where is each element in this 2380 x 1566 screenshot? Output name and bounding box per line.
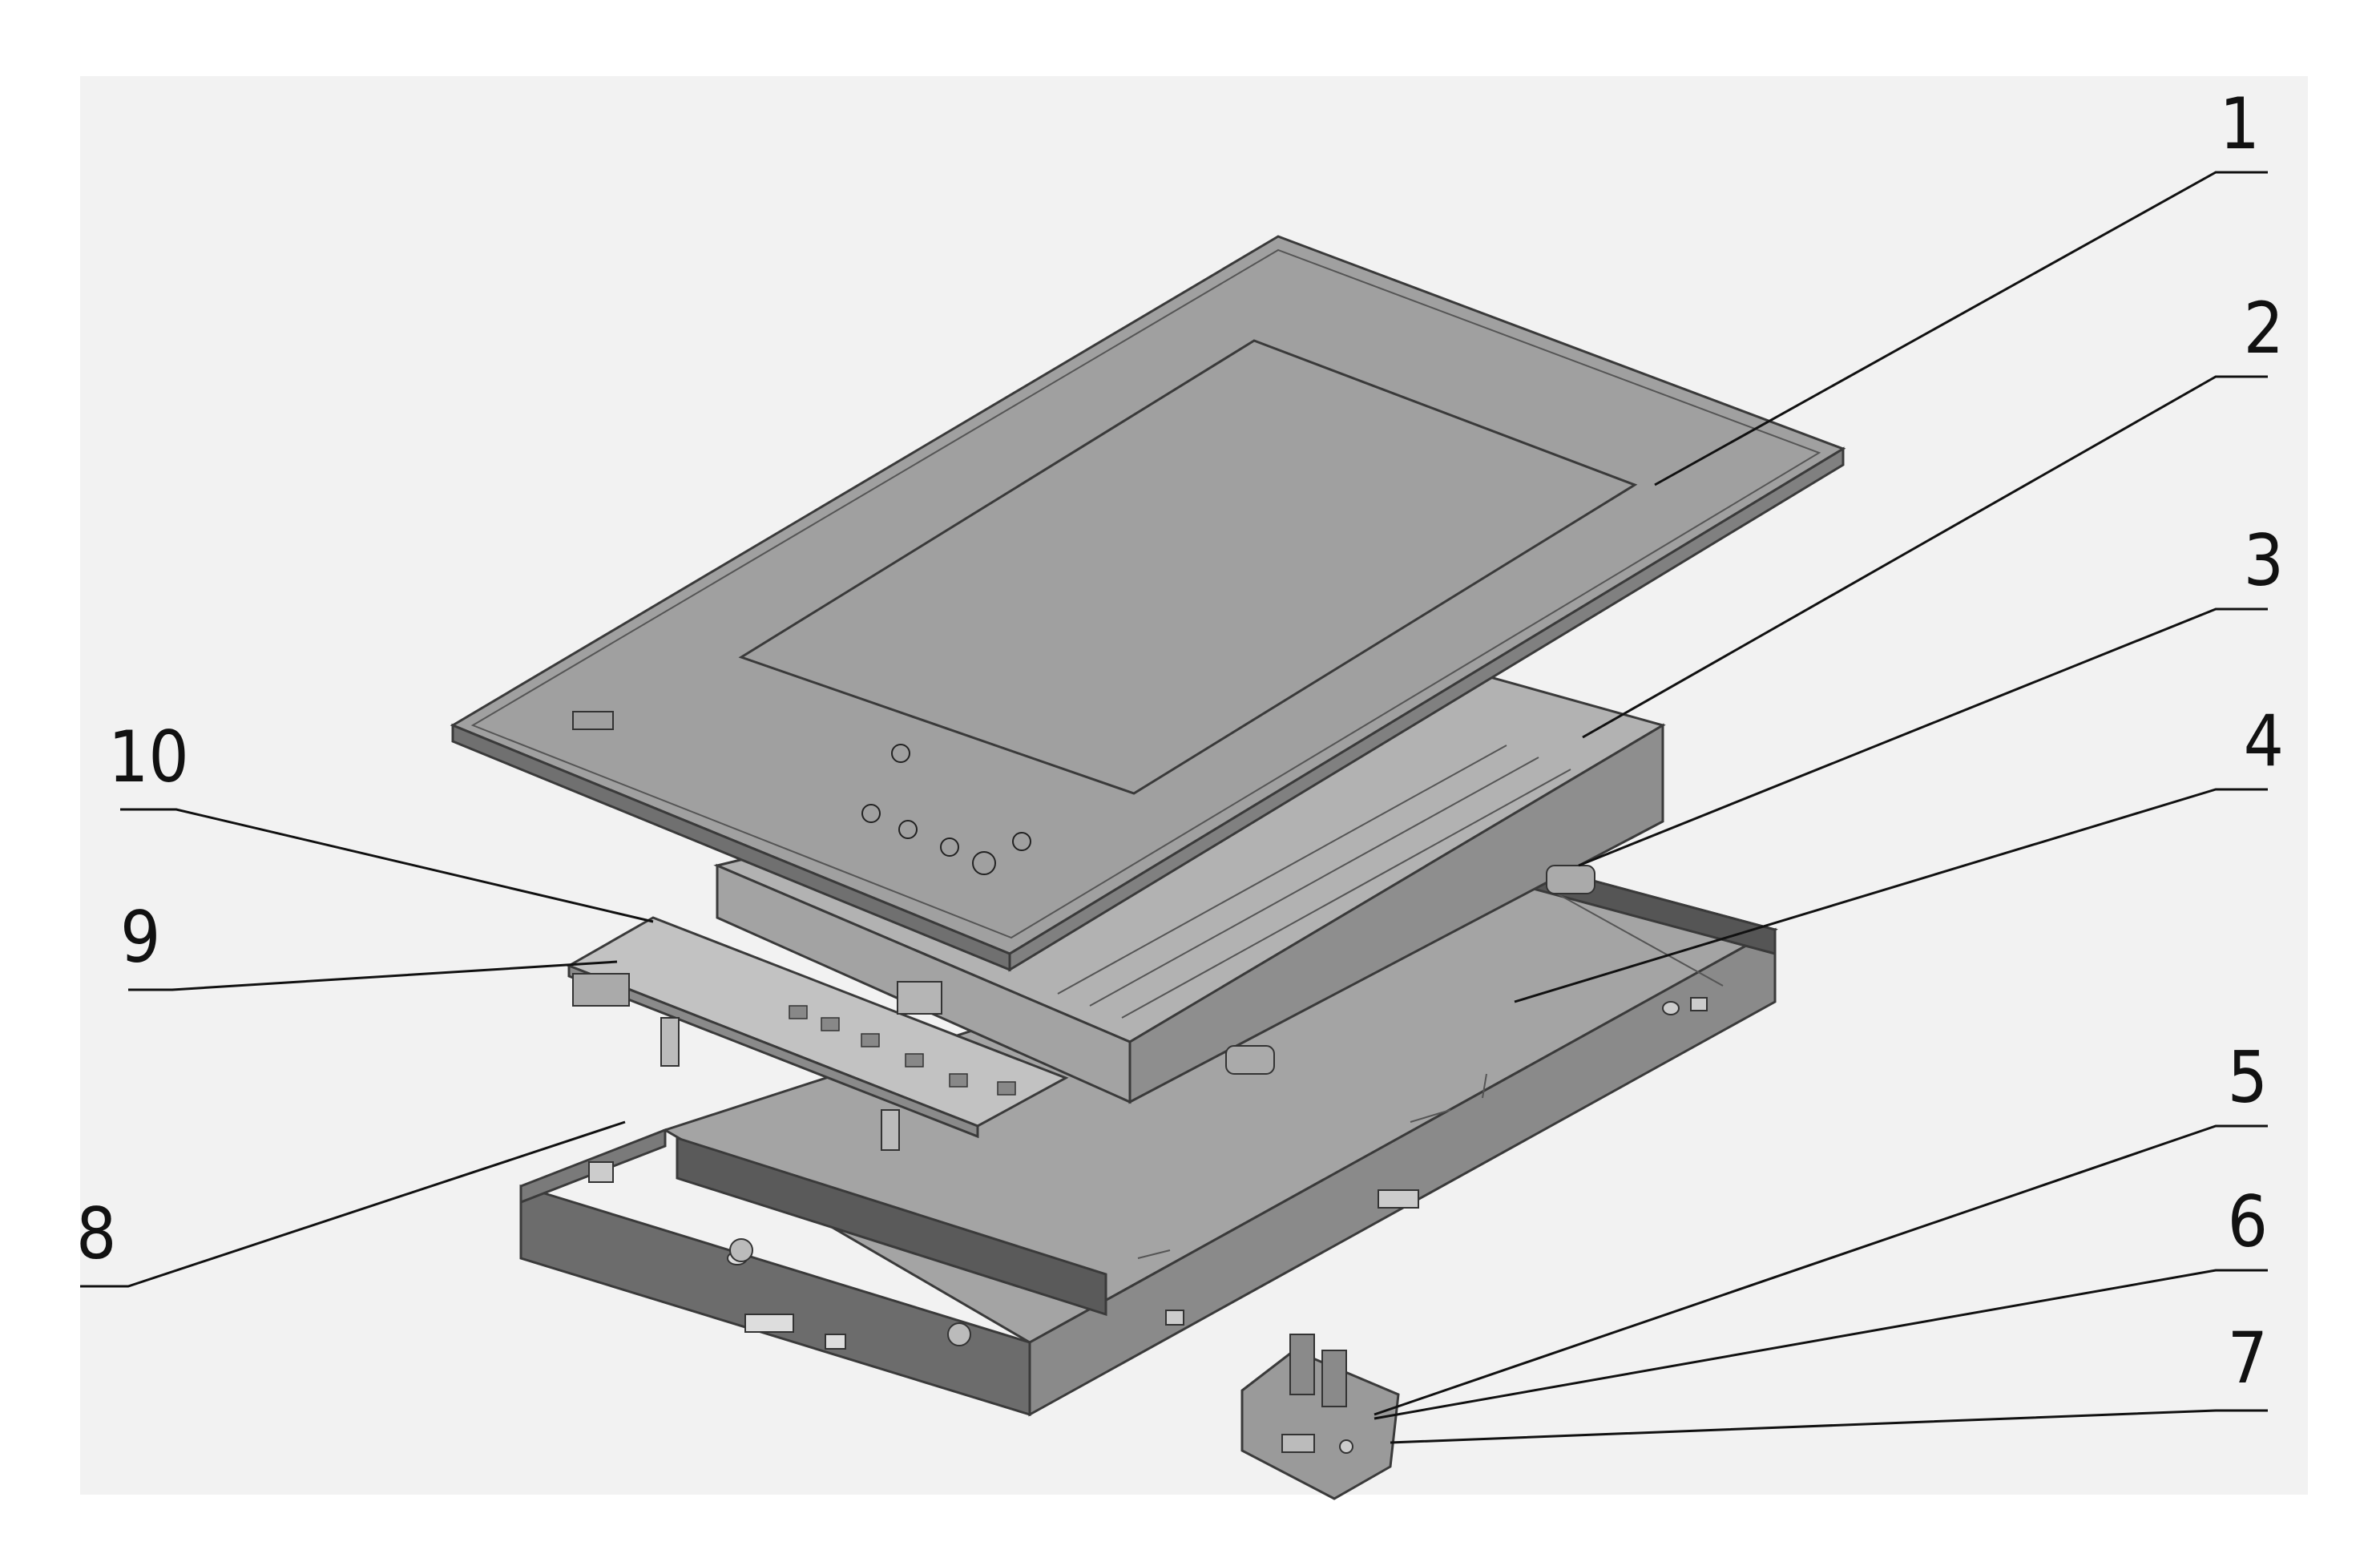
terminal-block [1240, 1334, 1400, 1500]
callout-numbers: 1 2 3 4 5 6 7 8 9 10 [76, 83, 2284, 1399]
callout-8: 8 [76, 1193, 116, 1275]
leader-1 [1654, 171, 2268, 486]
callout-2: 2 [2244, 287, 2284, 369]
callout-9: 9 [120, 896, 160, 979]
callout-1: 1 [2220, 83, 2260, 165]
callout-3: 3 [2244, 519, 2284, 602]
callout-4: 4 [2244, 700, 2284, 782]
leader-6 [1374, 1269, 2268, 1420]
base-tray [519, 856, 1778, 1417]
leader-lines [80, 171, 2268, 1444]
control-pcb [566, 916, 1069, 1151]
callout-5: 5 [2228, 1036, 2268, 1119]
leader-3 [1578, 607, 2268, 867]
callout-10: 10 [108, 716, 189, 798]
callout-7: 7 [2228, 1317, 2268, 1399]
leader-7 [1390, 1409, 2268, 1444]
leader-2 [1582, 375, 2268, 739]
leader-10 [120, 808, 654, 923]
glass-ceramic-top [450, 235, 1846, 972]
leader-4 [1514, 788, 2268, 1003]
leader-8 [80, 1120, 626, 1288]
leader-5 [1374, 1124, 2268, 1416]
leader-9 [128, 960, 618, 991]
callout-6: 6 [2228, 1181, 2268, 1263]
